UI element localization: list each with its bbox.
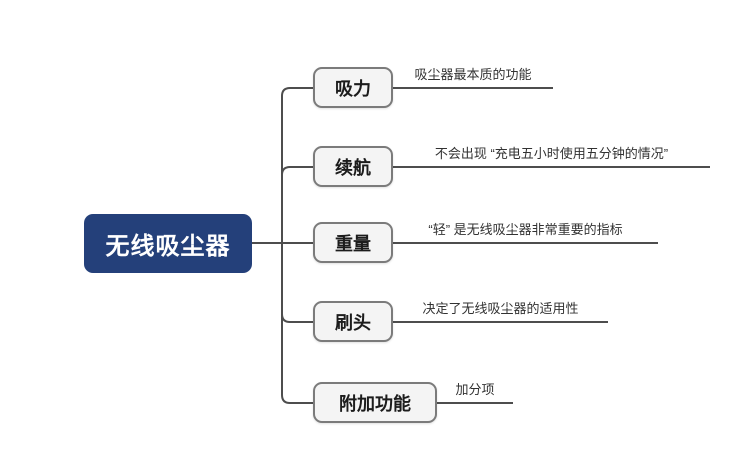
connector-trunk [281,87,313,404]
branch-description-suction[interactable]: 吸尘器最本质的功能 [414,67,532,82]
connector-branch-4 [281,313,313,323]
branch-description-extra-features[interactable]: 加分项 [455,382,495,397]
branch-node-label: 续航 [335,157,371,178]
branch-description-weight[interactable]: “轻” 是无线吸尘器非常重要的指标 [428,222,623,237]
branch-description-brush-head[interactable]: 决定了无线吸尘器的适用性 [422,301,579,316]
connector-branch-2 [281,166,313,176]
branch-node-label: 刷头 [335,312,371,333]
branch-description-battery[interactable]: 不会出现 “充电五小时使用五分钟的情况” [434,146,669,161]
root-node-label: 无线吸尘器 [105,233,231,260]
branch-node-label: 吸力 [335,78,371,99]
branch-node-label: 附加功能 [339,393,411,414]
branch-node-suction[interactable]: 吸力 [313,67,393,108]
branch-node-label: 重量 [335,233,371,254]
branch-node-weight[interactable]: 重量 [313,222,393,263]
branch-node-extra-features[interactable]: 附加功能 [313,382,437,423]
branch-node-battery[interactable]: 续航 [313,146,393,187]
branch-node-brush-head[interactable]: 刷头 [313,301,393,342]
root-node[interactable]: 无线吸尘器 [84,214,252,273]
